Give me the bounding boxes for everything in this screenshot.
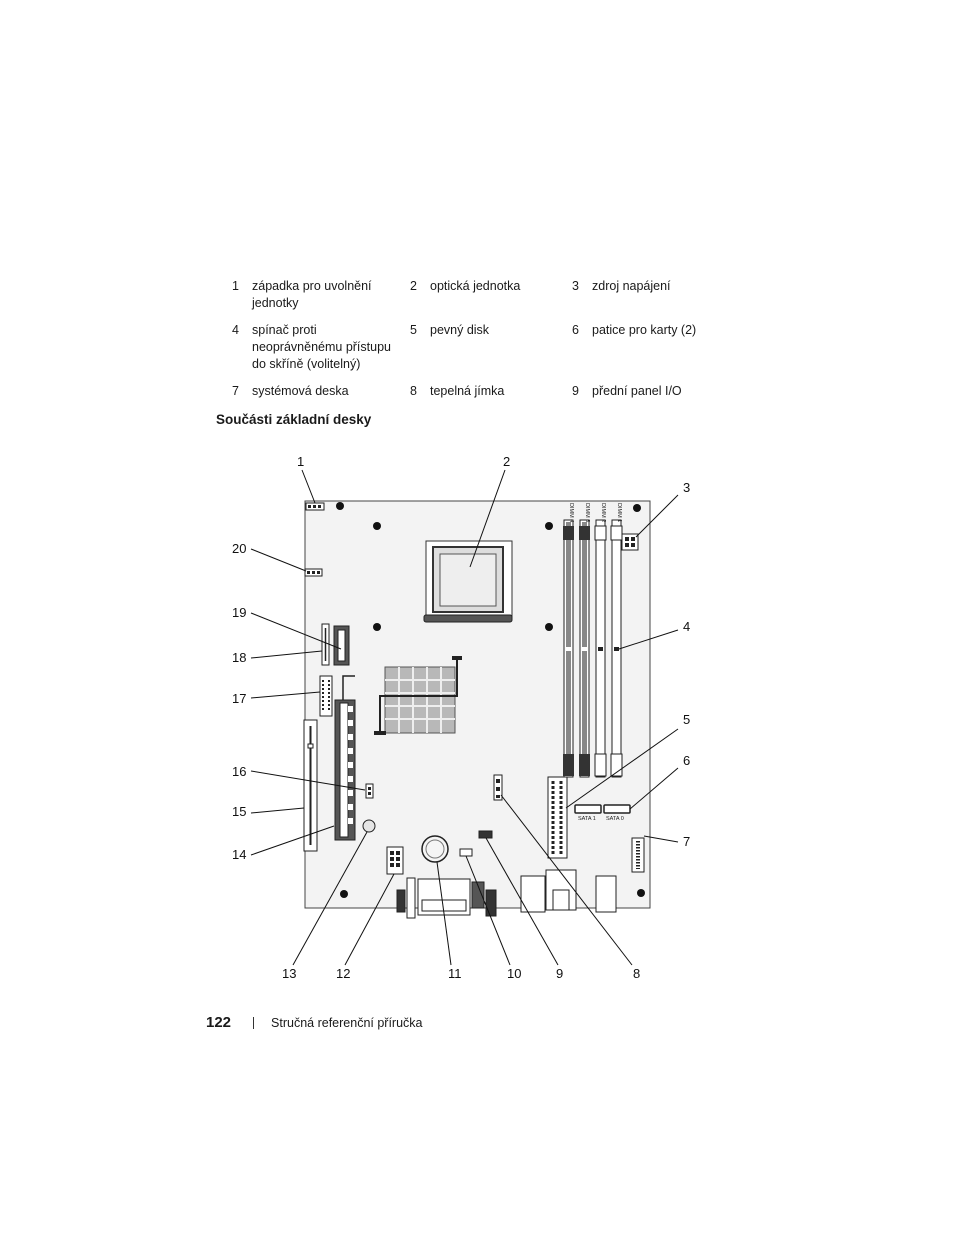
fan-header bbox=[478, 830, 493, 839]
sata-1-connector bbox=[574, 804, 602, 814]
callout-number: 5 bbox=[683, 712, 690, 727]
mounting-holes bbox=[336, 502, 645, 898]
legend-label: patice pro karty (2) bbox=[592, 323, 697, 337]
mounting-hole-icon bbox=[545, 623, 553, 631]
password-jumper bbox=[365, 783, 374, 799]
internal-usb-connector bbox=[386, 846, 404, 875]
section-heading: Součásti základní desky bbox=[216, 412, 372, 427]
callout-number: 16 bbox=[232, 764, 246, 779]
dimm-label: DIMM 3 bbox=[584, 503, 590, 522]
chipset-body bbox=[384, 666, 456, 734]
legend-label: systémová deska bbox=[252, 384, 349, 398]
legend-item: 5 pevný disk bbox=[410, 322, 572, 339]
callout-number: 8 bbox=[633, 966, 640, 981]
legend-item: 8 tepelná jímka bbox=[410, 383, 572, 400]
legend-number: 6 bbox=[572, 323, 579, 337]
legend-number: 3 bbox=[572, 279, 579, 293]
legend-number: 1 bbox=[232, 279, 239, 293]
callout-number: 13 bbox=[282, 966, 296, 981]
legend-row: 1 západka pro uvolnění jednotky 2 optick… bbox=[232, 278, 702, 312]
footer-divider bbox=[253, 1016, 255, 1029]
page-number: 122 bbox=[206, 1014, 232, 1031]
dimm-label: DIMM 4 bbox=[568, 503, 574, 522]
legend-label: přední panel I/O bbox=[592, 384, 682, 398]
socket-lever bbox=[423, 614, 513, 623]
legend-item: 4 spínač proti neoprávněnému přístupu do… bbox=[232, 322, 410, 373]
callout-number: 20 bbox=[232, 541, 246, 556]
legend-number: 7 bbox=[232, 384, 239, 398]
sata-0-connector bbox=[603, 804, 631, 814]
callout-number: 10 bbox=[507, 966, 521, 981]
callout-number: 7 bbox=[683, 834, 690, 849]
legend-label: pevný disk bbox=[430, 323, 490, 337]
legend-item: 1 západka pro uvolnění jednotky bbox=[232, 278, 410, 312]
main-power-connector bbox=[547, 776, 568, 859]
mounting-hole-icon bbox=[373, 522, 381, 530]
chipset-heatsink bbox=[374, 656, 462, 735]
page-footer: 122 Stručná referenční příručka bbox=[206, 1014, 423, 1031]
heatsink-clip bbox=[379, 658, 458, 733]
mounting-hole-icon bbox=[373, 623, 381, 631]
legend-item: 9 přední panel I/O bbox=[572, 383, 702, 400]
callout-number: 14 bbox=[232, 847, 246, 862]
legend-label: zdroj napájení bbox=[592, 279, 671, 293]
legend-row: 7 systémová deska 8 tepelná jímka 9 před… bbox=[232, 383, 702, 400]
socket-cpu bbox=[439, 553, 497, 607]
legend-number: 9 bbox=[572, 384, 579, 398]
processor-power-connector bbox=[621, 533, 639, 551]
legend-label: spínač proti neoprávněnému přístupu do s… bbox=[252, 323, 391, 371]
speaker-icon bbox=[362, 819, 376, 833]
legend-row: 4 spínač proti neoprávněnému přístupu do… bbox=[232, 322, 702, 373]
callout-number: 11 bbox=[448, 966, 462, 981]
callout-number: 4 bbox=[683, 619, 690, 634]
mounting-hole-icon bbox=[633, 504, 641, 512]
callout-number: 17 bbox=[232, 691, 246, 706]
callout-number: 18 bbox=[232, 650, 246, 665]
processor-socket bbox=[423, 540, 513, 623]
legend-label: tepelná jímka bbox=[430, 384, 505, 398]
legend-item: 3 zdroj napájení bbox=[572, 278, 702, 295]
dimm-label: DIMM 1 bbox=[616, 503, 622, 522]
legend-table: 1 západka pro uvolnění jednotky 2 optick… bbox=[232, 278, 702, 410]
legend-label: optická jednotka bbox=[430, 279, 521, 293]
legend-number: 5 bbox=[410, 323, 417, 337]
front-panel-connector bbox=[319, 675, 333, 717]
document-title: Stručná referenční příručka bbox=[271, 1015, 423, 1030]
mounting-hole-icon bbox=[336, 502, 344, 510]
callout-number: 9 bbox=[556, 966, 563, 981]
callout-number: 12 bbox=[336, 966, 350, 981]
callout-number: 1 bbox=[297, 454, 304, 469]
ide-connector bbox=[631, 837, 645, 873]
legend-item: 7 systémová deska bbox=[232, 383, 410, 400]
legend-item: 2 optická jednotka bbox=[410, 278, 572, 295]
callout-leader-lines bbox=[250, 469, 679, 966]
mounting-hole-icon bbox=[340, 890, 348, 898]
legend-label: západka pro uvolnění jednotky bbox=[252, 279, 372, 310]
mounting-hole-icon bbox=[545, 522, 553, 530]
legend-item: 6 patice pro karty (2) bbox=[572, 322, 702, 339]
pci-express-x16-slot bbox=[334, 675, 356, 841]
sata-label: SATA 0 bbox=[606, 816, 624, 822]
legend-number: 8 bbox=[410, 384, 417, 398]
legend-number: 2 bbox=[410, 279, 417, 293]
callout-number: 19 bbox=[232, 605, 246, 620]
dimm-label: DIMM 2 bbox=[600, 503, 606, 522]
callout-number: 15 bbox=[232, 804, 246, 819]
memory-slots: DIMM 4 DIMM 3 DIMM 2 DIMM 1 bbox=[563, 503, 623, 778]
legend-number: 4 bbox=[232, 323, 239, 337]
mounting-hole-icon bbox=[637, 889, 645, 897]
rtc-reset-jumper bbox=[459, 848, 473, 857]
callout-number: 2 bbox=[503, 454, 510, 469]
callout-number: 3 bbox=[683, 480, 690, 495]
sata-label: SATA 1 bbox=[578, 816, 596, 822]
audio-ports bbox=[595, 875, 617, 913]
callout-number: 6 bbox=[683, 753, 690, 768]
power-connector-body bbox=[621, 533, 639, 551]
back-panel-connectors bbox=[396, 869, 617, 919]
